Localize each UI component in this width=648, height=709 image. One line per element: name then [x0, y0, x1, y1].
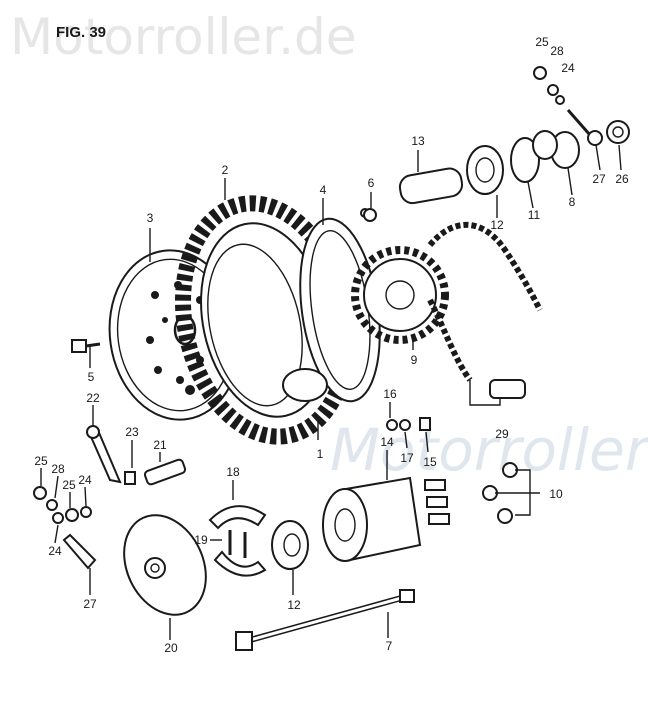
callout-18: 18: [226, 465, 240, 479]
callout-28-left: 28: [51, 462, 65, 476]
callout-25-mid: 25: [62, 478, 76, 492]
callout-labels: 1 2 3 4 5 6 7 8 9 10 11 12 12 13 14 15 1…: [34, 35, 629, 655]
washer-bolt-set: [386, 417, 431, 431]
axle-spacer-set: [398, 130, 580, 205]
callout-24-left: 24: [78, 473, 92, 487]
callout-29: 29: [495, 427, 509, 441]
callout-20: 20: [164, 641, 178, 655]
figure-label: FIG. 39: [56, 24, 107, 41]
callout-16: 16: [383, 387, 397, 401]
callout-10: 10: [549, 487, 563, 501]
axle-part: [235, 589, 415, 651]
callout-6: 6: [368, 176, 375, 190]
brake-plate-part: [123, 514, 207, 616]
chain-part: [427, 221, 543, 399]
callout-2: 2: [222, 163, 229, 177]
callout-25-left: 25: [34, 454, 48, 468]
callout-11: 11: [528, 208, 541, 222]
brake-arm-part: [86, 425, 187, 486]
drum-hub-part: [322, 476, 450, 562]
callout-5: 5: [88, 370, 95, 384]
callout-28-top: 28: [550, 44, 564, 58]
callout-7: 7: [386, 639, 393, 653]
callout-24-bottom: 24: [48, 544, 62, 558]
callout-27-bottom: 27: [83, 597, 97, 611]
callout-12-upper: 12: [490, 218, 504, 232]
callout-3: 3: [147, 211, 154, 225]
callout-14: 14: [380, 435, 394, 449]
sprocket-part: [351, 246, 449, 344]
callout-23: 23: [125, 425, 139, 439]
nut-set: [482, 462, 518, 524]
watermark-text: Motorroller.de: [10, 8, 357, 66]
hub-part: [282, 208, 381, 403]
callout-15: 15: [423, 455, 437, 469]
callout-21: 21: [153, 438, 167, 452]
callout-27-top: 27: [592, 172, 606, 186]
callout-26: 26: [615, 172, 629, 186]
brake-shoe-part: [208, 505, 267, 577]
nut-part: [363, 208, 377, 222]
callout-4: 4: [320, 183, 327, 197]
bolt-part: [71, 339, 101, 353]
center-watermark: Motorroller: [330, 416, 648, 484]
callout-25-top: 25: [535, 35, 549, 49]
callout-8: 8: [569, 195, 576, 209]
bearing-part: [271, 520, 309, 570]
callout-22: 22: [86, 391, 100, 405]
callout-12-lower: 12: [287, 598, 301, 612]
callout-1: 1: [317, 447, 324, 461]
top-hardware: [533, 66, 630, 146]
callout-17: 17: [400, 451, 414, 465]
callout-13: 13: [411, 134, 425, 148]
callout-19: 19: [194, 533, 208, 547]
leader-lines: [40, 144, 622, 640]
callout-9: 9: [411, 353, 418, 367]
callout-24-top: 24: [561, 61, 575, 75]
left-hardware: [33, 486, 97, 570]
